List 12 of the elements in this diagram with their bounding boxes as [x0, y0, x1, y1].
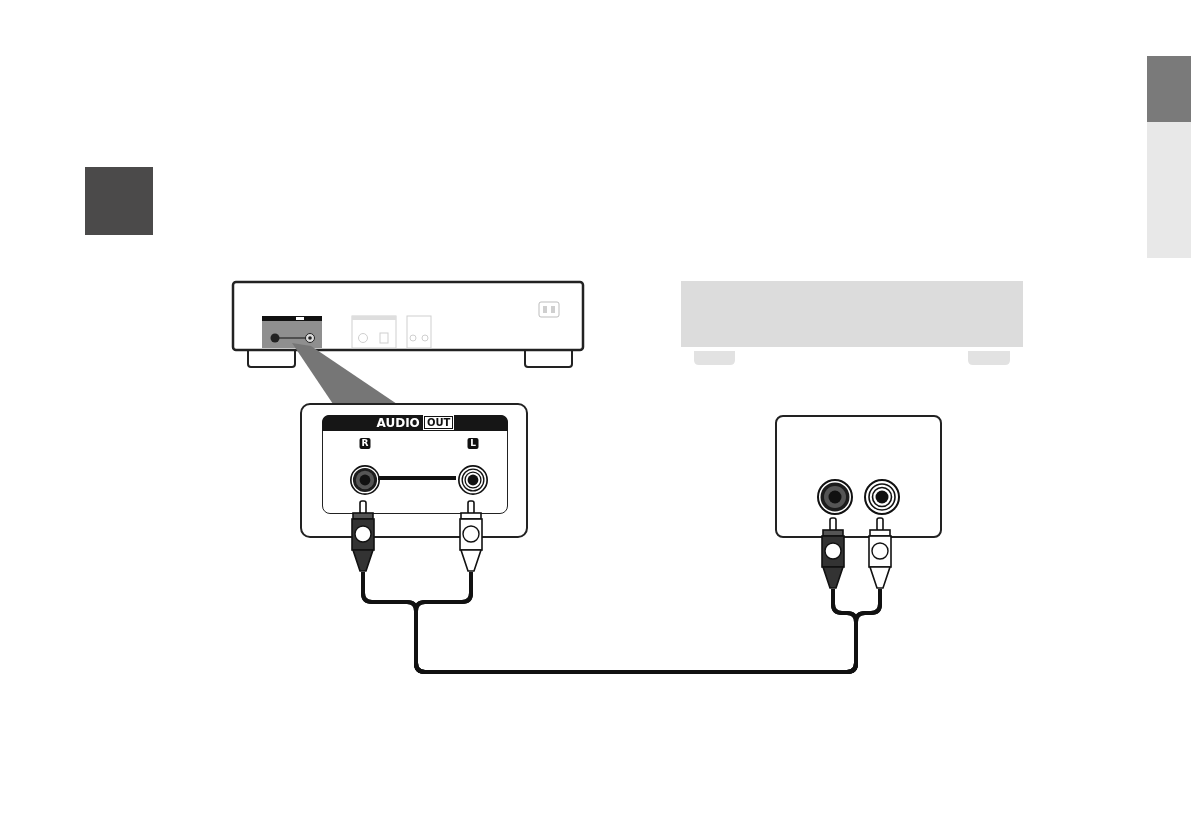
output-panel: [300, 403, 528, 538]
panel-heading: AUDIO OUT: [322, 415, 508, 431]
rca-plug-icon: [820, 517, 846, 589]
jack-link-line: [378, 476, 456, 480]
rca-plug-icon: [458, 500, 484, 572]
channel-label: R: [359, 438, 371, 449]
rca-plug-icon: [867, 517, 893, 589]
rca-plug-icon: [350, 500, 376, 572]
jack-icon: [864, 479, 900, 515]
jack-icon: [817, 479, 853, 515]
input-panel: [775, 415, 942, 538]
channel-label: L: [467, 438, 479, 449]
